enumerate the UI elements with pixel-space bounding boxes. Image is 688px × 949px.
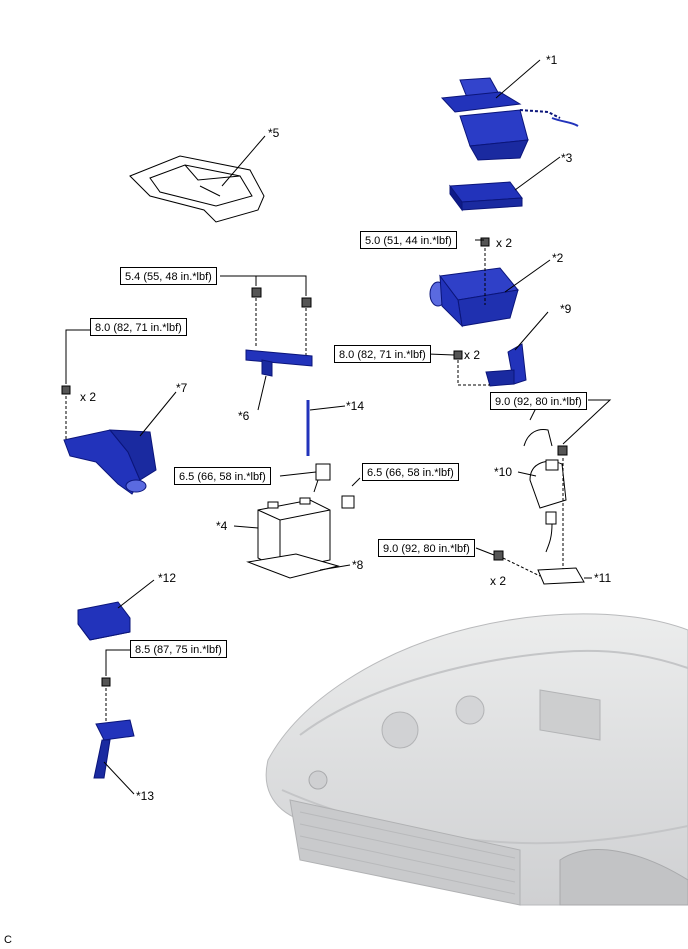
nut-icon	[101, 677, 111, 687]
battery-part	[257, 497, 331, 571]
nut-icon	[301, 297, 312, 308]
bracket-part	[485, 343, 527, 387]
callout-label: *4	[216, 519, 228, 533]
battery-tray-part	[246, 553, 340, 579]
ecu-part	[77, 601, 131, 641]
torque-spec-box: 8.5 (87, 75 in.*lbf)	[130, 640, 227, 658]
air-cleaner-case-part	[429, 267, 519, 328]
torque-spec-box: 9.0 (92, 80 in.*lbf)	[490, 392, 587, 410]
quantity-label: x 2	[80, 390, 97, 404]
corner-mark: C	[4, 934, 12, 946]
quantity-label: x 2	[490, 574, 507, 588]
quantity-label: x 2	[464, 348, 481, 362]
reservoir-bracket-part	[537, 567, 585, 585]
callout-label: *6	[238, 409, 250, 423]
bolt-icon	[61, 385, 71, 395]
torque-spec-box: 6.5 (66, 58 in.*lbf)	[362, 463, 459, 481]
torque-spec-box: 5.0 (51, 44 in.*lbf)	[360, 231, 457, 249]
torque-spec-box: 5.4 (55, 48 in.*lbf)	[120, 267, 217, 285]
callout-label: *1	[546, 53, 558, 67]
callout-label: *12	[158, 571, 177, 585]
callout-label: *8	[352, 558, 364, 572]
callout-label: *14	[346, 399, 365, 413]
callout-label: *11	[594, 571, 612, 585]
bolt-icon	[493, 550, 504, 561]
torque-spec-box: 8.0 (82, 71 in.*lbf)	[334, 345, 431, 363]
washer-reservoir-part	[523, 429, 567, 553]
torque-spec-box: 9.0 (92, 80 in.*lbf)	[378, 539, 475, 557]
callout-label: *7	[176, 381, 188, 395]
callout-label: *10	[494, 465, 513, 479]
air-filter-element-part	[449, 181, 523, 212]
engine-cover-part	[129, 155, 265, 223]
callout-label: *5	[268, 126, 280, 140]
air-cleaner-cap-part	[440, 77, 579, 161]
callout-label: *9	[560, 302, 572, 316]
quantity-label: x 2	[496, 236, 513, 250]
battery-terminal-part	[313, 463, 355, 509]
callout-label: *3	[561, 151, 573, 165]
vehicle-engine-bay-illustration	[265, 613, 688, 906]
battery-clamp-part	[245, 349, 313, 377]
bolt-icon	[251, 287, 262, 298]
bolt-icon	[453, 350, 463, 360]
air-inlet-duct-part	[63, 429, 157, 495]
bolt-icon	[480, 237, 490, 247]
torque-spec-box: 6.5 (66, 58 in.*lbf)	[174, 467, 271, 485]
torque-spec-box: 8.0 (82, 71 in.*lbf)	[90, 318, 187, 336]
bolt-icon	[557, 445, 568, 456]
callout-label: *13	[136, 789, 155, 803]
callout-label: *2	[552, 251, 564, 265]
ecu-bracket-part	[93, 719, 135, 779]
